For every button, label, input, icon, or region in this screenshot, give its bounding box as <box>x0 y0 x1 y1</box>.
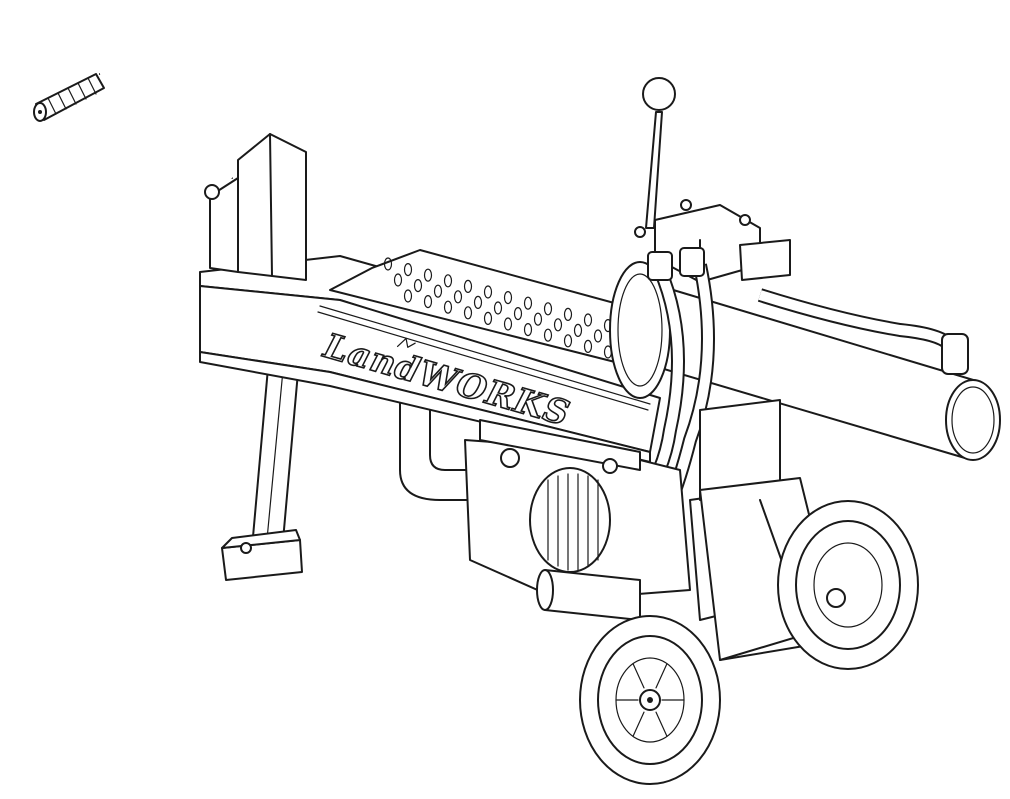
tray-hole <box>503 317 513 331</box>
tray-hole <box>493 301 503 315</box>
tray-hole <box>533 312 543 326</box>
tray-hole <box>403 263 413 277</box>
tray-hole <box>463 306 473 320</box>
tray-hole <box>503 291 513 305</box>
tray-hole <box>453 290 463 304</box>
tray-hole <box>573 323 583 337</box>
tray-hole <box>583 339 593 353</box>
hose-fitting <box>647 247 969 375</box>
tray-hole <box>383 257 393 271</box>
tray-hole <box>523 323 533 337</box>
front-wheel <box>579 615 721 785</box>
tray-hole <box>423 268 433 282</box>
rear-wheel <box>777 500 919 670</box>
tray-hole <box>443 300 453 314</box>
tray-hole <box>483 311 493 325</box>
control-lever[interactable] <box>642 77 676 229</box>
tray-hole <box>443 274 453 288</box>
tray-hole <box>413 279 423 293</box>
rear-support-leg <box>221 367 303 581</box>
wheel-spoke <box>655 711 668 737</box>
tray-hole <box>553 318 563 332</box>
wheel-spoke <box>655 663 668 689</box>
tray-hole <box>423 295 433 309</box>
tray-hole <box>513 307 523 321</box>
splitting-wedge <box>209 133 307 281</box>
tray-hole <box>563 307 573 321</box>
tray-hole <box>403 289 413 303</box>
motor-top-bracket <box>479 419 641 471</box>
tray-hole <box>543 328 553 342</box>
wheel-spoke <box>632 711 645 737</box>
push-handle[interactable] <box>33 71 234 200</box>
capacitor <box>536 569 641 621</box>
log-tray <box>329 249 641 365</box>
push-plate <box>609 261 671 399</box>
motor-fins <box>547 473 599 571</box>
tray-hole <box>543 302 553 316</box>
lever-knob[interactable] <box>642 77 676 111</box>
handle-grip[interactable] <box>33 73 105 122</box>
tray-hole <box>393 273 403 287</box>
tray-hole <box>463 279 473 293</box>
tray-hole <box>433 284 443 298</box>
tray-hole <box>563 334 573 348</box>
tray-hole <box>583 313 593 327</box>
tray-hole <box>483 285 493 299</box>
wheel-spokes <box>615 663 685 737</box>
tray-hole <box>523 296 533 310</box>
tray-hole <box>593 329 603 343</box>
wheel-spoke <box>632 663 645 689</box>
tray-hole <box>473 295 483 309</box>
